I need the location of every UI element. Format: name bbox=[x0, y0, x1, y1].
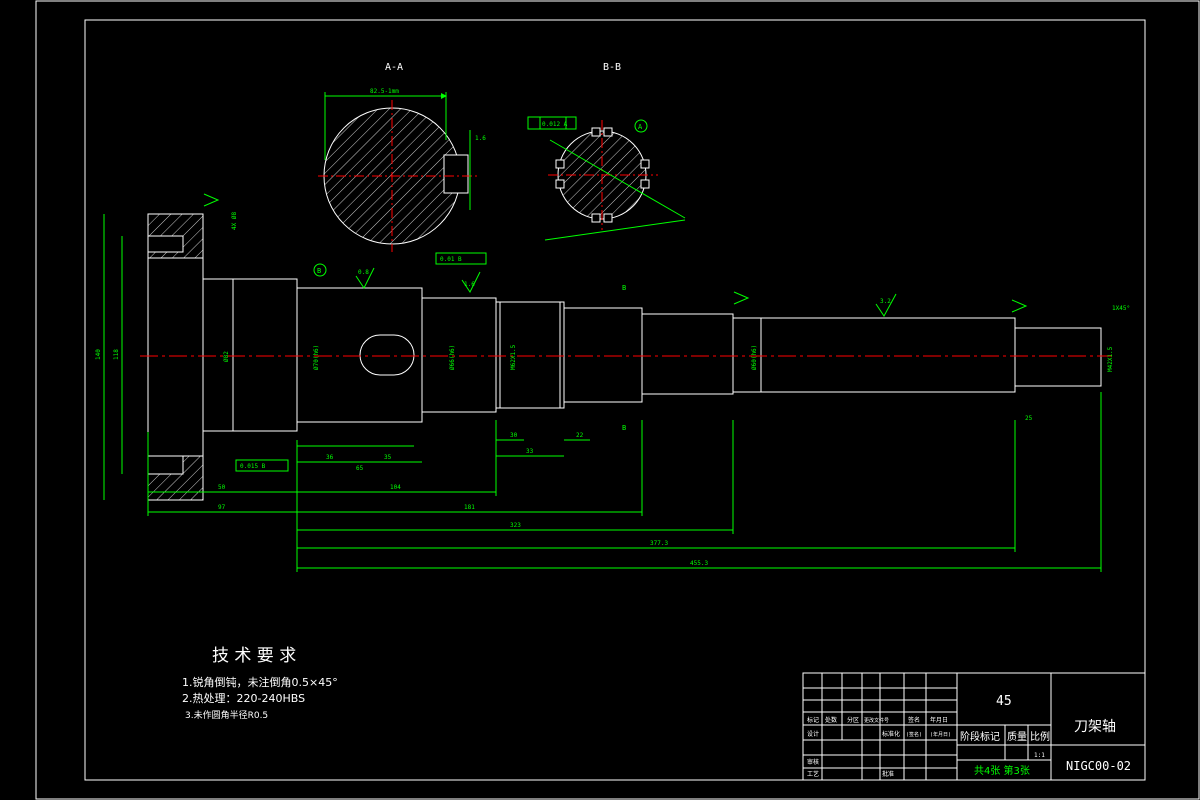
rough-3: 3.2 bbox=[880, 298, 891, 305]
tb-approve: 批准 bbox=[882, 770, 894, 778]
dim-22: 22 bbox=[576, 432, 584, 439]
tb-row-1: 处数 bbox=[825, 716, 837, 724]
tb-row-2: 分区 bbox=[847, 716, 859, 724]
rough-2: 1.6 bbox=[464, 281, 475, 288]
section-b-view: 0.012 A A bbox=[527, 116, 686, 241]
tb-row-4: 签名 bbox=[908, 716, 920, 724]
dim-25: 25 bbox=[1025, 415, 1033, 422]
datum-b-circle bbox=[313, 263, 327, 277]
rough-1: 0.8 bbox=[358, 269, 369, 276]
dim-118: 118 bbox=[113, 349, 120, 360]
roughness-marks bbox=[203, 193, 1028, 317]
gt-frame-1-text: 0.015 B bbox=[240, 463, 266, 470]
tb-checker: 审核 bbox=[807, 758, 819, 766]
tb-sheets: 共4张 第3张 bbox=[974, 764, 1030, 777]
tb-scale-value: 1:1 bbox=[1034, 752, 1045, 759]
dim-33: 33 bbox=[526, 448, 534, 455]
tb-craft: 工艺 bbox=[807, 770, 819, 778]
dim-377: 377.3 bbox=[650, 540, 668, 547]
gt-b-frame: 0.012 A bbox=[542, 121, 568, 128]
section-a-view: 82.5-1mm 1.6 bbox=[318, 88, 486, 252]
outer-border bbox=[35, 0, 1200, 800]
title-block bbox=[802, 672, 1146, 781]
dim-70: Ø70(h6) bbox=[313, 345, 320, 370]
dim-181: 181 bbox=[464, 504, 475, 511]
dim-36: 36 bbox=[326, 454, 334, 461]
shaft-main-view bbox=[147, 213, 1102, 501]
dimension-lines bbox=[103, 214, 1102, 572]
dim-a-width: 82.5-1mm bbox=[370, 88, 399, 95]
dim-62: M62X1.5 bbox=[510, 344, 517, 370]
dim-50: 50 bbox=[218, 484, 226, 491]
tb-sig-1: (签名) bbox=[906, 731, 922, 738]
dim-140: 140 bbox=[95, 349, 102, 360]
tb-drawing-no: NIGC00-02 bbox=[1066, 759, 1131, 773]
tb-designer: 设计 bbox=[807, 730, 819, 738]
note-1: 1.锐角倒钝，未注倒角0.5×45° bbox=[182, 675, 338, 689]
cut-b-top: B bbox=[622, 284, 626, 292]
datum-a-ref: A bbox=[638, 123, 643, 131]
cut-b-bottom: B bbox=[622, 424, 626, 432]
tb-date-1: (年月日) bbox=[930, 731, 951, 738]
notes-title: 技 术 要 求 bbox=[212, 646, 296, 666]
note-3: 3.未作圆角半径R0.5 bbox=[185, 709, 268, 721]
dim-323: 323 bbox=[510, 522, 521, 529]
dim-60: Ø60(h6) bbox=[751, 345, 758, 370]
note-2: 2.热处理：220-240HBS bbox=[182, 692, 305, 705]
tb-row-5: 年月日 bbox=[930, 716, 948, 724]
dim-97: 97 bbox=[218, 504, 226, 511]
dim-82: Ø82 bbox=[223, 351, 230, 362]
gt-frame-2 bbox=[435, 252, 487, 265]
dim-chamfer-end: 1X45° bbox=[1112, 305, 1130, 312]
dim-66: Ø66(h6) bbox=[449, 345, 456, 370]
inner-border bbox=[84, 19, 1146, 781]
dim-65: 65 bbox=[356, 465, 364, 472]
tb-material: 45 bbox=[996, 694, 1012, 709]
dim-thread: M42X1.5 bbox=[1107, 346, 1114, 372]
tb-standard: 标准化 bbox=[882, 730, 900, 738]
tb-scale: 比例 bbox=[1030, 730, 1050, 743]
tb-weight: 质量 bbox=[1007, 731, 1027, 743]
tb-row-3: 更改文件号 bbox=[864, 717, 889, 724]
dim-35: 35 bbox=[384, 454, 392, 461]
datum-b: B bbox=[317, 267, 321, 275]
rough-a: 1.6 bbox=[475, 135, 486, 142]
tb-part-name: 刀架轴 bbox=[1074, 719, 1116, 735]
tb-row-0: 标记 bbox=[807, 716, 819, 724]
dim-455: 455.3 bbox=[690, 560, 708, 567]
dim-hole: 4X Ø8 bbox=[231, 212, 238, 230]
section-a-label: A-A bbox=[385, 62, 403, 73]
gt-frame-2-text: 0.01 B bbox=[440, 256, 462, 263]
dim-30: 30 bbox=[510, 432, 518, 439]
section-b-label: B-B bbox=[603, 62, 621, 73]
tb-stage-mark: 阶段标记 bbox=[960, 730, 1000, 743]
dim-104: 104 bbox=[390, 484, 401, 491]
gt-frame-1 bbox=[235, 459, 289, 472]
